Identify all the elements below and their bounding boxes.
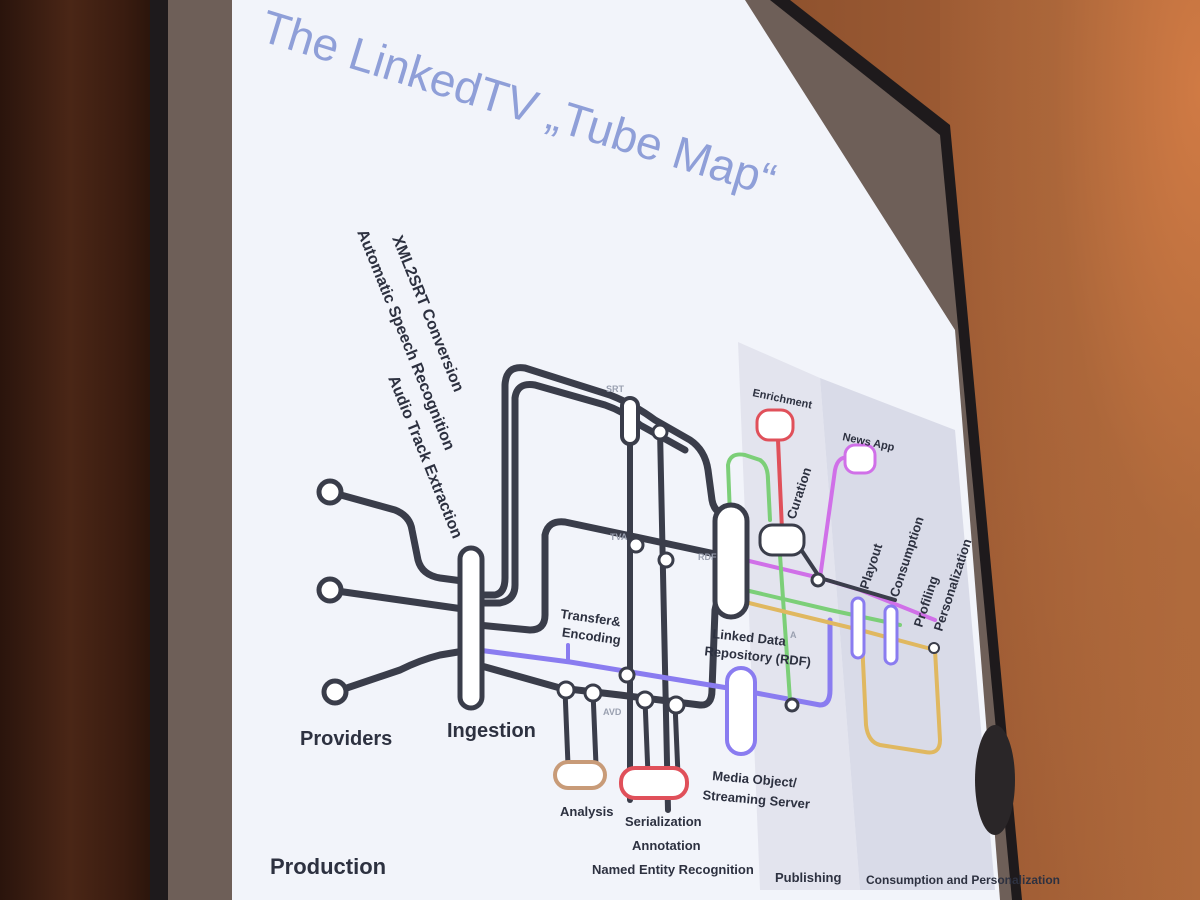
analysis-node-2[interactable]	[583, 683, 603, 703]
avd-node-1[interactable]	[635, 690, 655, 710]
line-tva	[474, 518, 724, 634]
provider-station-1[interactable]	[316, 478, 344, 506]
tva-node-1[interactable]	[627, 536, 645, 554]
section-publishing: Publishing	[775, 870, 842, 885]
serial-link-2	[672, 701, 681, 778]
providers-label: Providers	[300, 728, 392, 750]
srt-station[interactable]	[620, 396, 640, 446]
line-green-loop	[726, 452, 772, 522]
analysis-node-1[interactable]	[556, 680, 576, 700]
vertical-tva	[657, 427, 671, 813]
personalization-node[interactable]	[928, 642, 940, 654]
consumption-station[interactable]	[883, 604, 899, 666]
transfer-node[interactable]	[618, 666, 636, 684]
news-app-station[interactable]	[843, 443, 877, 475]
line-provider-3	[331, 646, 474, 696]
annotation-label: Annotation	[632, 838, 701, 853]
tag-tva: TVA	[610, 532, 628, 542]
serialization-station[interactable]	[619, 766, 689, 800]
line-purple	[475, 617, 833, 708]
tag-avd: AVD	[603, 707, 622, 717]
analysis-link-2	[590, 689, 599, 768]
curation-station[interactable]	[758, 523, 806, 557]
media-object-station[interactable]	[725, 666, 757, 756]
analysis-station[interactable]	[553, 760, 607, 790]
publishing-node[interactable]	[810, 572, 826, 588]
publishing-node-low[interactable]	[784, 697, 800, 713]
line-yellow	[743, 600, 942, 755]
ingestion-label: Ingestion	[447, 720, 536, 742]
line-green-down	[778, 553, 792, 702]
analysis-label: Analysis	[560, 804, 613, 819]
presenter-shadow	[975, 725, 1015, 835]
tag-a: A	[790, 630, 797, 640]
serialization-label: Serialization	[625, 814, 702, 829]
ingestion-station[interactable]	[457, 545, 485, 711]
tag-srt: SRT	[606, 384, 625, 394]
avd-node-2[interactable]	[666, 695, 686, 715]
playout-station[interactable]	[850, 596, 866, 660]
serial-link-1	[642, 697, 651, 778]
line-provider-1	[326, 488, 474, 586]
enrichment-station[interactable]	[755, 408, 795, 442]
linked-data-repository-station[interactable]	[712, 502, 750, 620]
srt-node[interactable]	[651, 423, 669, 441]
provider-station-3[interactable]	[321, 678, 349, 706]
tag-rdf: RDF	[698, 552, 717, 562]
stations	[316, 396, 940, 800]
dark-wall-left	[0, 0, 175, 900]
media-label-1: Media Object/	[712, 768, 798, 790]
consumption-panel	[820, 378, 995, 890]
tva-node-2[interactable]	[657, 551, 675, 569]
line-provider-2	[326, 586, 474, 614]
section-consumption: Consumption and Personalization	[866, 873, 1060, 887]
ner-label: Named Entity Recognition	[592, 862, 754, 877]
line-green	[743, 588, 902, 627]
provider-station-2[interactable]	[316, 576, 344, 604]
line-red	[776, 438, 784, 532]
analysis-link-1	[562, 687, 571, 768]
section-production: Production	[270, 854, 386, 879]
